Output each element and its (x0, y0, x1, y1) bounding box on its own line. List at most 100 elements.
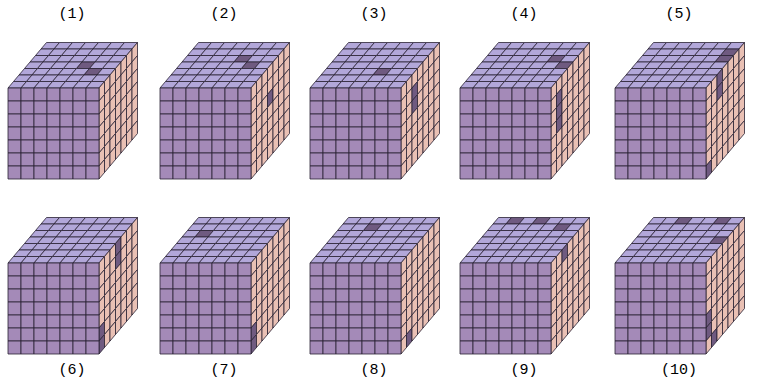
figure-number: (8) (360, 362, 387, 379)
cube-cell (499, 127, 512, 140)
cube-cell (486, 341, 499, 354)
cube-cell (375, 289, 388, 302)
cube-cell (512, 315, 525, 328)
cube-cell (34, 88, 47, 101)
cube-cell (499, 263, 512, 276)
cube-cell (310, 289, 323, 302)
cube-cell (238, 140, 251, 153)
cube-cell (238, 101, 251, 114)
cube-cell (34, 315, 47, 328)
cube-cell (349, 166, 362, 179)
cube-cell (21, 140, 34, 153)
cube-cell (225, 289, 238, 302)
cube-cell (336, 88, 349, 101)
cube-cell (105, 153, 111, 173)
cube-cell (551, 335, 557, 355)
cube-cell (225, 114, 238, 127)
cube-cell (199, 315, 212, 328)
cube-cell (375, 341, 388, 354)
cube-cell (654, 140, 667, 153)
figure-number: (9) (510, 362, 537, 379)
cube-cell (173, 88, 186, 101)
cube-cell (654, 114, 667, 127)
cube-cell (310, 276, 323, 289)
cube-cell (460, 153, 473, 166)
cube-cell (486, 140, 499, 153)
cube-cell (654, 302, 667, 315)
cube-cell (486, 315, 499, 328)
cube-cell (212, 315, 225, 328)
cube-cell (667, 101, 680, 114)
cube-cell (310, 315, 323, 328)
cube-cell (573, 309, 579, 329)
cube-cell (654, 341, 667, 354)
cube-cell (186, 315, 199, 328)
cube-cell (160, 153, 173, 166)
cube-cell (486, 153, 499, 166)
cube-cell (73, 263, 86, 276)
cube-cell (21, 114, 34, 127)
cube-cell (310, 341, 323, 354)
cube-cell (34, 127, 47, 140)
cube-cell (473, 263, 486, 276)
cube-cell (388, 166, 401, 179)
cube-cell (199, 114, 212, 127)
cube-cell (499, 88, 512, 101)
cube-cell (99, 160, 105, 180)
cube-cell (499, 328, 512, 341)
cube-cell (21, 276, 34, 289)
cube-cell (34, 276, 47, 289)
cube-cell (173, 315, 186, 328)
cube-cell (429, 302, 435, 322)
cube-cell (160, 166, 173, 179)
cube-cell (362, 166, 375, 179)
cube-cell (160, 88, 173, 101)
cube-cell (323, 88, 336, 101)
cube-cell (573, 134, 579, 154)
figure-number: (4) (510, 6, 537, 23)
cube-cell (127, 127, 133, 147)
cube-cell (47, 263, 60, 276)
cube-cell (186, 289, 199, 302)
cube-cell (473, 328, 486, 341)
cube-cell (105, 328, 111, 348)
cube-cell (212, 166, 225, 179)
figure-number: (6) (58, 362, 85, 379)
cube-cell (323, 127, 336, 140)
cube-cell (693, 153, 706, 166)
cube-cell (47, 315, 60, 328)
cube-cell (127, 302, 133, 322)
cube-cell (349, 302, 362, 315)
cube-cell (336, 315, 349, 328)
cube-cell (499, 140, 512, 153)
cube-cell (579, 127, 585, 147)
cube-cell (525, 276, 538, 289)
cube-cell (362, 328, 375, 341)
cube-cell (362, 114, 375, 127)
cube-cell (628, 88, 641, 101)
cube-cell (654, 127, 667, 140)
cube-cell (375, 328, 388, 341)
cube-cell (388, 315, 401, 328)
cube-cell (323, 263, 336, 276)
cube-cell (538, 88, 551, 101)
cube-cell (160, 140, 173, 153)
cube-cell (212, 276, 225, 289)
cube-cell (73, 127, 86, 140)
cube-cell (654, 88, 667, 101)
cube-cell (238, 166, 251, 179)
cube-cell (654, 263, 667, 276)
cube-cell (60, 114, 73, 127)
cube-cell (538, 289, 551, 302)
cube-cell (418, 140, 424, 160)
cube-cell (388, 101, 401, 114)
cube-cell (336, 127, 349, 140)
cube-cell (486, 263, 499, 276)
cube-cell (86, 101, 99, 114)
cube-cell (323, 315, 336, 328)
cube-cell (310, 153, 323, 166)
cube-cell (512, 127, 525, 140)
cube-cell (486, 88, 499, 101)
cube-cell (538, 341, 551, 354)
cube-cell (525, 166, 538, 179)
